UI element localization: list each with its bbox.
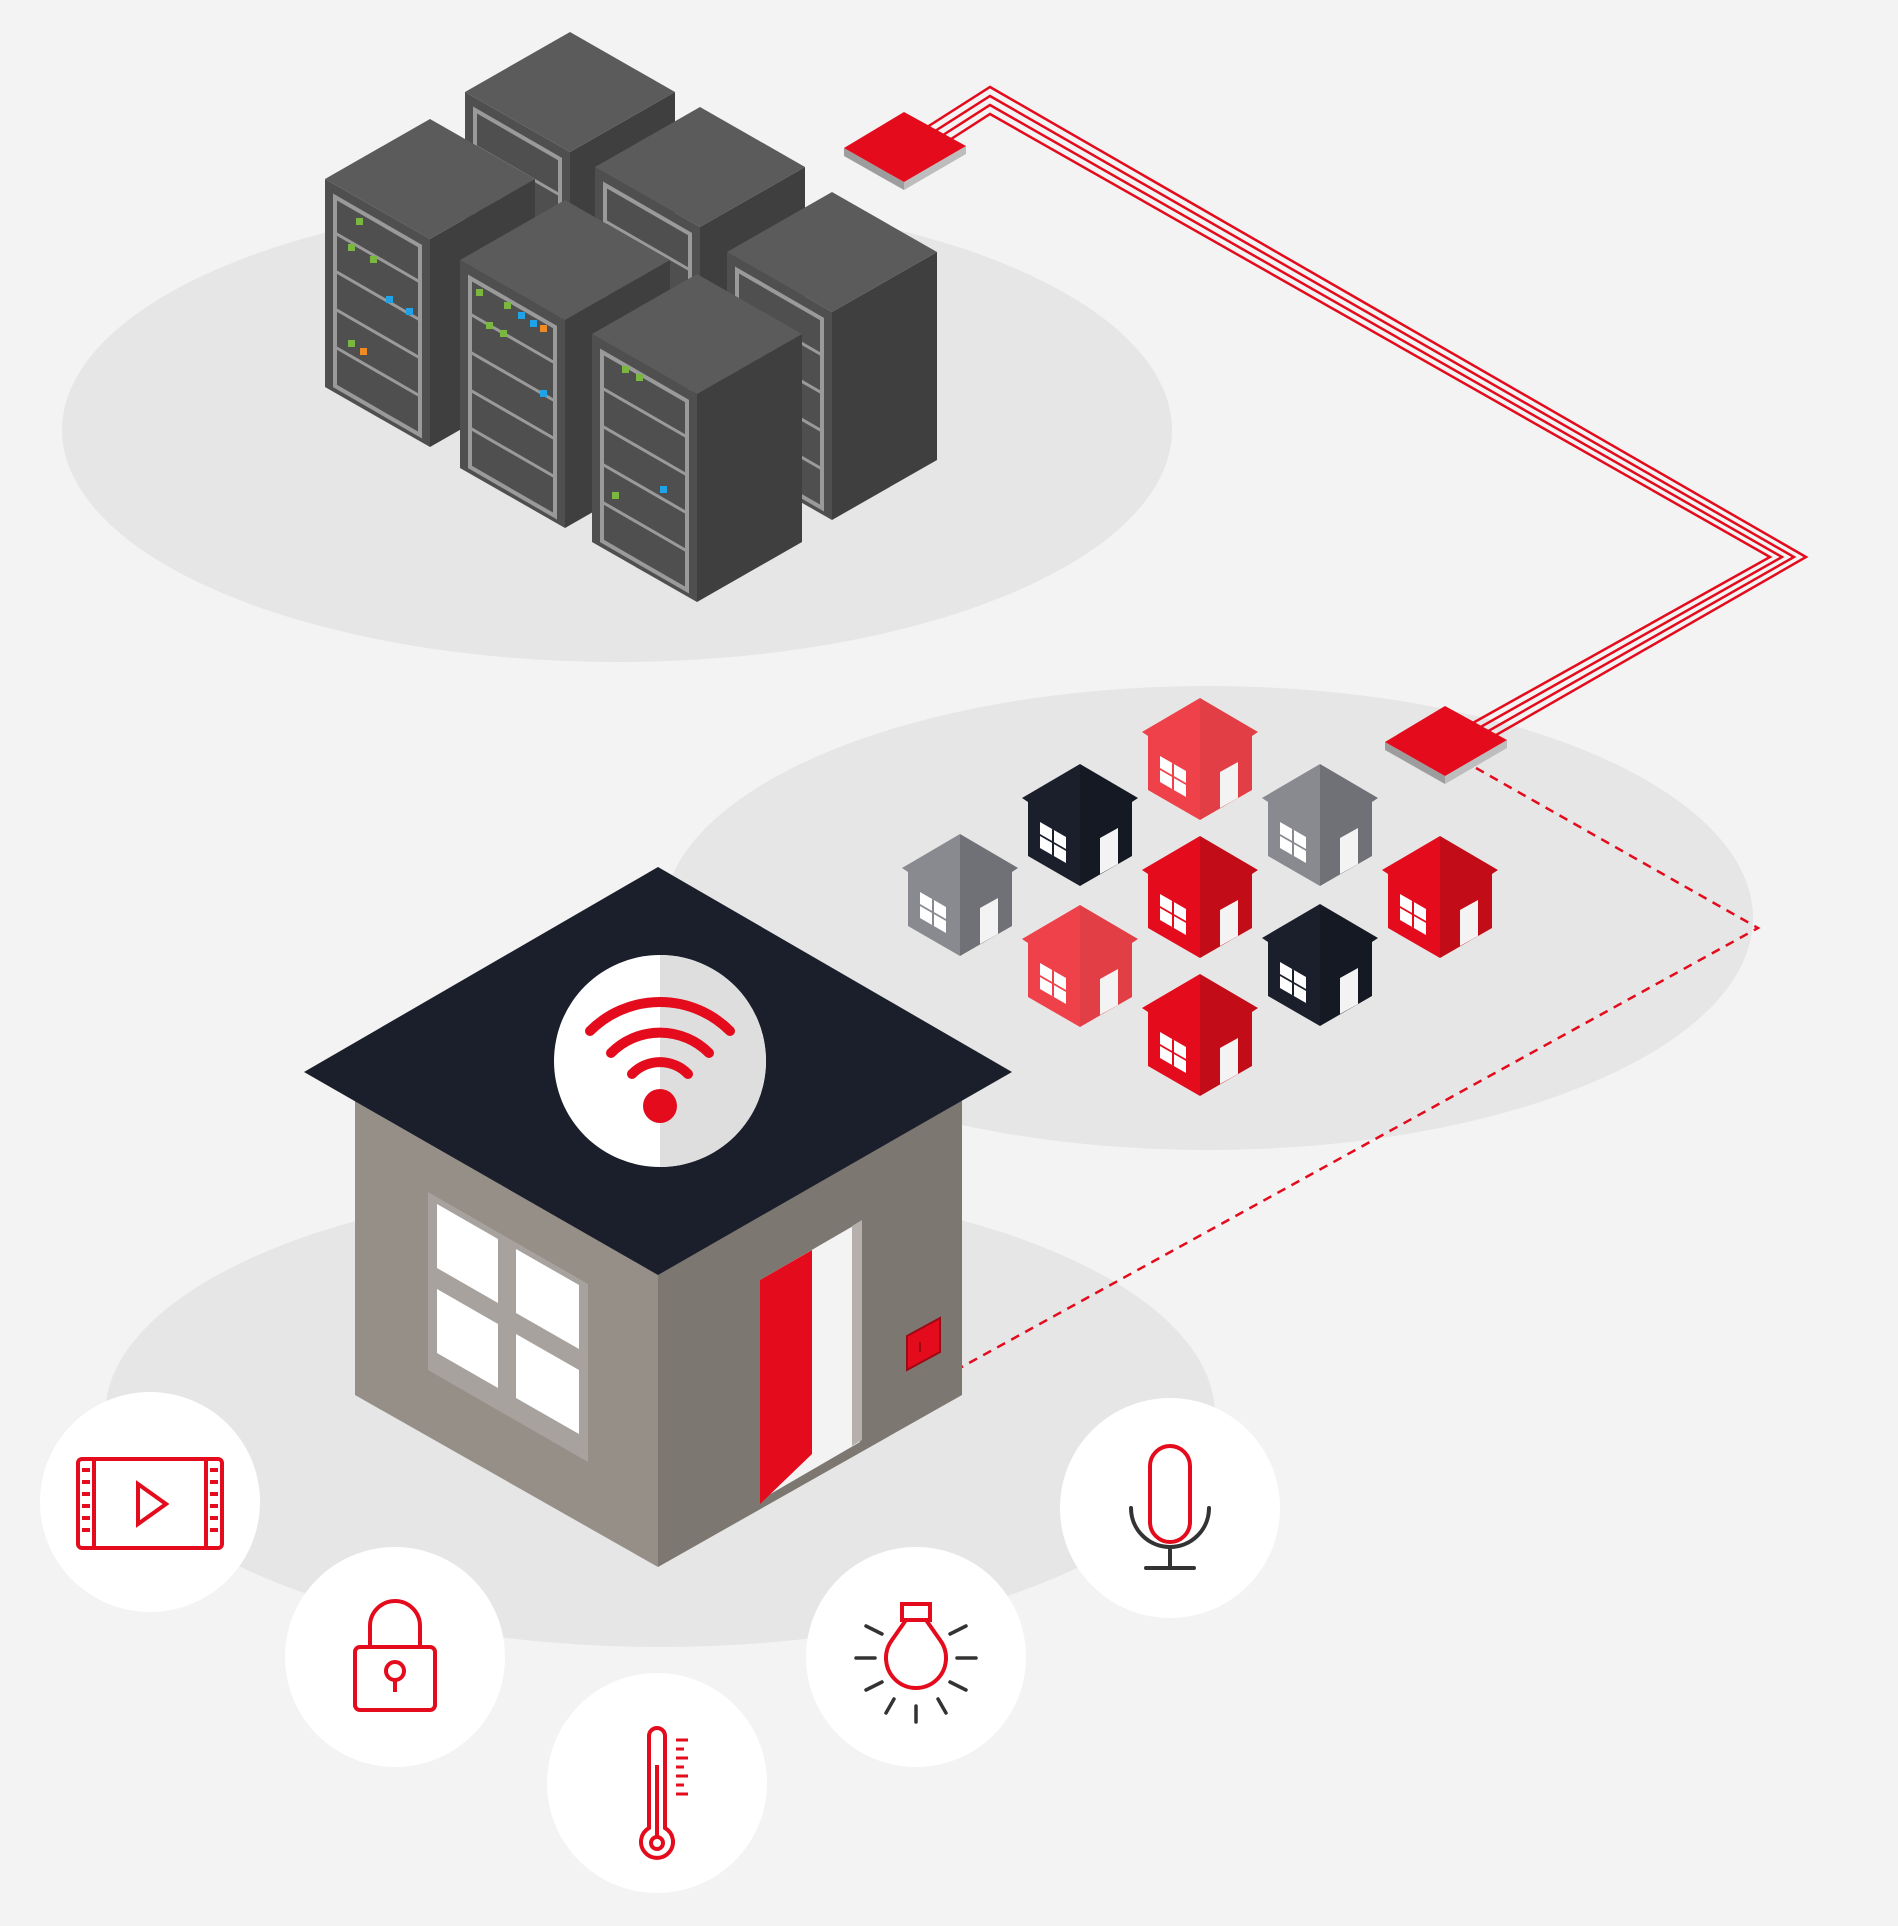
neighborhood-house	[1262, 764, 1378, 886]
home-door-frame	[852, 1220, 862, 1446]
device-lighting	[806, 1547, 1026, 1767]
device-lock	[285, 1547, 505, 1767]
smart-home	[304, 867, 1012, 1567]
padlock-icon	[353, 1599, 437, 1712]
home-gateway-device	[906, 1316, 941, 1372]
neighborhood-house	[1262, 904, 1378, 1026]
roof-wifi-badge	[554, 955, 766, 1167]
neighborhood-houses	[902, 698, 1498, 1096]
video-play-icon	[76, 1457, 224, 1550]
wifi-dot	[643, 1089, 677, 1123]
home-window	[428, 1192, 588, 1462]
home-door	[760, 1250, 812, 1504]
thermometer-icon	[639, 1726, 675, 1860]
light-bulb-icon	[854, 1602, 978, 1724]
neighborhood-house	[1382, 836, 1498, 958]
neighborhood-house	[1142, 698, 1258, 820]
microphone-icon	[1129, 1444, 1211, 1570]
server-status-leds	[348, 218, 667, 499]
fiber-connection-lines	[923, 85, 1809, 752]
neighborhood-network-node	[1385, 706, 1507, 784]
neighborhood-house	[1022, 764, 1138, 886]
neighborhood-house	[1022, 905, 1138, 1027]
datacenter-network-node	[844, 112, 966, 190]
device-voice	[1060, 1398, 1280, 1618]
device-thermostat	[547, 1673, 767, 1893]
neighborhood-house	[1142, 836, 1258, 958]
neighborhood-house	[902, 834, 1018, 956]
neighborhood-house	[1142, 974, 1258, 1096]
wifi-icon	[585, 997, 735, 1079]
server-rack	[590, 272, 804, 604]
device-video	[40, 1392, 260, 1612]
